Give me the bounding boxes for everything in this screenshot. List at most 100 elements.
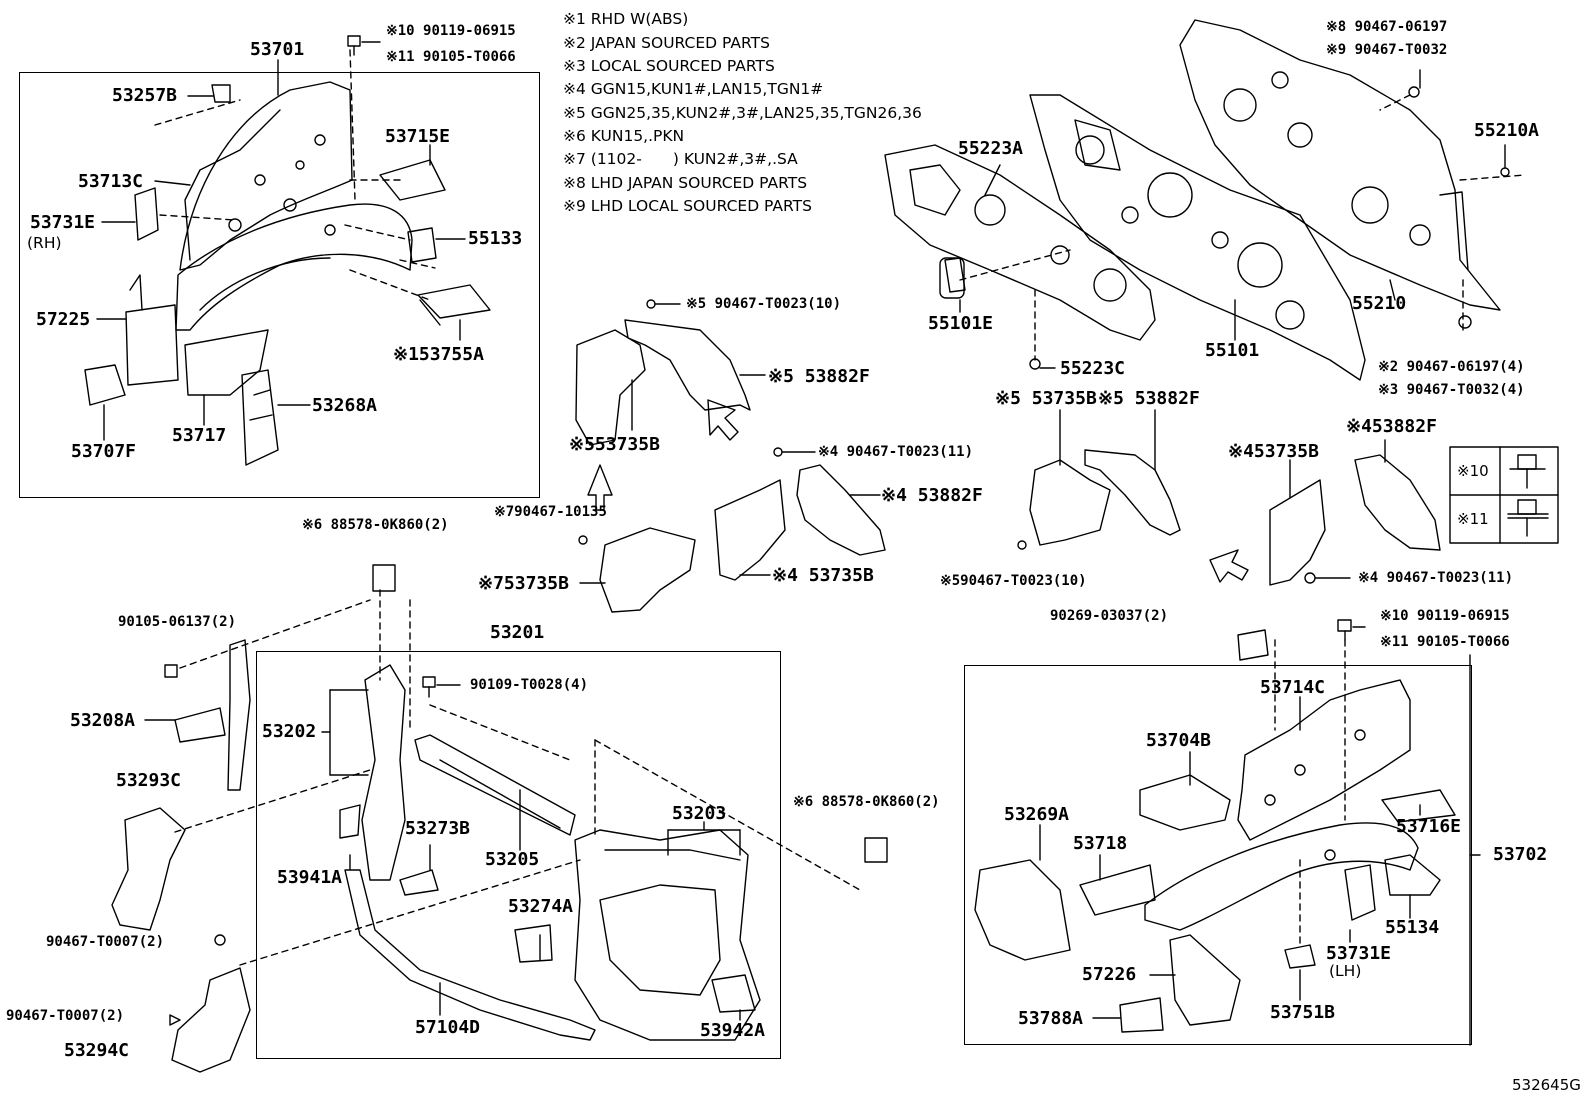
liner-53735B-4-left — [714, 479, 786, 581]
clip-icons-dash — [1029, 86, 1510, 370]
part-label-90109-T0028: 90109-T0028(4) — [470, 677, 589, 693]
clip-label-5-top: ※5 90467-T0023(10) — [686, 296, 842, 312]
radiator-leaders-solid — [321, 689, 741, 1021]
radiator-support-53202-drawing — [339, 664, 439, 896]
liner-53882F-5-left — [624, 319, 751, 411]
clip-label-88578-left: ※6 88578-0K860(2) — [302, 517, 449, 533]
liner-clips — [578, 299, 1351, 584]
left-clip-icons — [164, 564, 396, 1026]
bolt-label-11-right: ※11 90105-T0066 — [1380, 634, 1510, 650]
part-label-53701: 53701 — [250, 39, 305, 60]
lh-label: (LH) — [1329, 962, 1362, 980]
fender-apron-lh-group-box — [964, 665, 1472, 1045]
fender-apron-rh-drawing — [84, 81, 491, 466]
radiator-support-53203-drawing — [574, 829, 761, 1041]
dash-leaders-solid — [959, 69, 1506, 369]
part-label-55134: 55134 — [1385, 917, 1440, 938]
note-8: ※8 LHD JAPAN SOURCED PARTS — [563, 174, 808, 192]
fender-apron-rh-group-box — [19, 72, 540, 498]
bolt-label-3-dash: ※3 90467-T0032(4) — [1378, 382, 1525, 398]
part-label-53716E: 53716E — [1396, 816, 1462, 837]
part-label-55101E: 55101E — [928, 313, 994, 334]
clip-label-4-mid: ※4 90467-T0023(11) — [818, 444, 974, 460]
note-3: ※3 LOCAL SOURCED PARTS — [563, 57, 775, 75]
bolt-label-8-top-right: ※8 90467-06197 — [1326, 19, 1448, 35]
radiator-support-small-brackets — [514, 924, 756, 1013]
part-label-55133: 55133 — [468, 228, 523, 249]
part-label-53702: 53702 — [1493, 844, 1548, 865]
part-label-90467-T0007-b: 90467-T0007(2) — [6, 1008, 125, 1024]
part-label-55210: 55210 — [1352, 293, 1407, 314]
bolt-label-9-top-right: ※9 90467-T0032 — [1326, 42, 1448, 58]
part-label-53735B-5-left: ※553735B — [569, 434, 660, 455]
part-label-53717: 53717 — [172, 425, 227, 446]
legend-label-10: ※10 — [1457, 462, 1489, 480]
part-label-53203: 53203 — [672, 803, 727, 824]
note-4: ※4 GGN15,KUN1#,LAN15,TGN1# — [563, 80, 824, 98]
dash-insulator-55101-drawing — [1029, 94, 1366, 381]
liner-53735B-5-right — [1029, 459, 1111, 546]
part-label-53715E: 53715E — [385, 126, 451, 147]
bolt-label-10-right: ※10 90119-06915 — [1380, 608, 1510, 624]
part-label-57225: 57225 — [36, 309, 91, 330]
left-leaders-dashed — [174, 589, 581, 966]
bolt-label-2-dash: ※2 90467-06197(4) — [1378, 359, 1525, 375]
part-label-53257B: 53257B — [112, 85, 178, 106]
note-1: ※1 RHD W(ABS) — [563, 10, 689, 28]
part-label-55223C: 55223C — [1060, 358, 1126, 379]
note-5: ※5 GGN25,35,KUN2#,3#,LAN25,35,TGN26,36 — [563, 104, 922, 122]
part-label-53751B: 53751B — [1270, 1002, 1336, 1023]
liner-53735B-4-right — [1269, 479, 1326, 586]
part-label-90105-06137: 90105-06137(2) — [118, 614, 237, 630]
bolt-label-10-top-left: ※10 90119-06915 — [386, 23, 516, 39]
note-9: ※9 LHD LOCAL SOURCED PARTS — [563, 197, 812, 215]
part-label-53713C: 53713C — [78, 171, 144, 192]
part-label-90269-03037: 90269-03037(2) — [1050, 608, 1169, 624]
liner-53735B-7 — [599, 527, 696, 613]
part-label-53714C: 53714C — [1260, 677, 1326, 698]
dash-leaders-dashed — [959, 94, 1526, 361]
liner-53882F-5-right — [1084, 449, 1181, 536]
clip-label-5-right: ※590467-T0023(10) — [940, 573, 1087, 589]
arrows — [587, 399, 1249, 583]
clip-label-88578-right: ※6 88578-0K860(2) — [793, 794, 940, 810]
legend-table — [1449, 446, 1559, 544]
dash-panel-55210-drawing — [1179, 19, 1501, 311]
fender-apron-lh-drawing — [974, 629, 1456, 1033]
part-label-57104D: 57104D — [415, 1017, 481, 1038]
part-label-53882F-4-right: ※453882F — [1346, 416, 1437, 437]
part-label-53704B: 53704B — [1146, 730, 1212, 751]
part-label-53273B: 53273B — [405, 818, 471, 839]
dash-insulator-55223A-drawing — [884, 144, 1156, 341]
part-label-53735B-4-right: ※453735B — [1228, 441, 1319, 462]
part-label-53294C: 53294C — [64, 1040, 130, 1061]
fender-lh-leaders-dashed — [1274, 639, 1346, 946]
part-label-53202: 53202 — [262, 721, 317, 742]
part-label-53707F: 53707F — [71, 441, 137, 462]
part-label-53268A: 53268A — [312, 395, 378, 416]
radiator-support-53205-drawing — [414, 734, 576, 836]
part-label-53274A: 53274A — [508, 896, 574, 917]
bolt-icon-right — [1337, 619, 1366, 641]
liner-leaders — [579, 374, 1386, 584]
part-label-53735B-7: ※753735B — [478, 573, 569, 594]
part-label-53269A: 53269A — [1004, 804, 1070, 825]
part-label-53201: 53201 — [490, 622, 545, 643]
part-label-53755A: ※153755A — [393, 344, 484, 365]
note-7: ※7 (1102- ) KUN2#,3#,.SA — [563, 150, 798, 168]
fender-rh-solid-leaders — [96, 59, 466, 441]
splash-53293C-drawing — [111, 807, 186, 931]
part-label-53718: 53718 — [1073, 833, 1128, 854]
clip-label-4-right: ※4 90467-T0023(11) — [1358, 570, 1514, 586]
radiator-leaders-dashed — [429, 704, 861, 891]
bolt-icon — [347, 35, 381, 56]
part-label-53205: 53205 — [485, 849, 540, 870]
part-label-57226: 57226 — [1082, 964, 1137, 985]
figure-id: 532645G — [1512, 1076, 1581, 1094]
radiator-bolt-icon — [422, 676, 461, 698]
note-6: ※6 KUN15,.PKN — [563, 127, 685, 145]
radiator-support-group-box — [256, 651, 781, 1059]
part-label-55101: 55101 — [1205, 340, 1260, 361]
